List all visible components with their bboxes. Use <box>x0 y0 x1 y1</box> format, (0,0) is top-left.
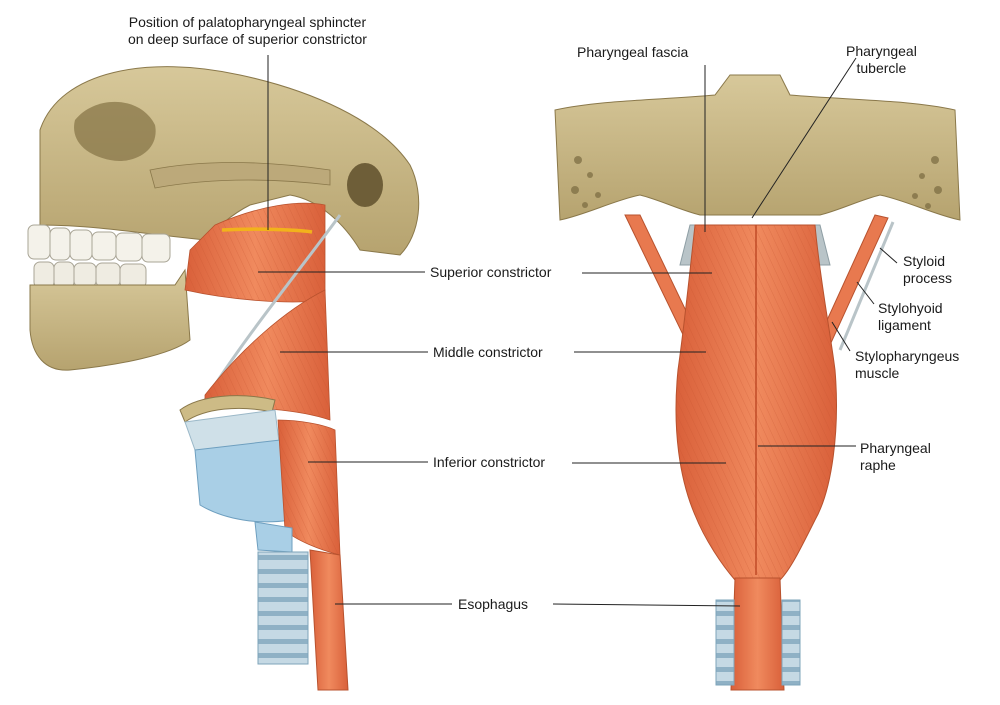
label-pharyngeal-fascia: Pharyngeal fascia <box>577 44 689 60</box>
orbit <box>74 101 156 161</box>
posterior-view <box>554 74 961 691</box>
mastoid-air-cells <box>571 156 942 209</box>
lower-teeth <box>33 261 147 289</box>
label-stylohyoid-ligament: Stylohyoid ligament <box>878 300 943 333</box>
label-pharyngeal-tubercle: Pharyngeal tubercle <box>846 43 917 76</box>
zygomatic-arch <box>149 162 331 189</box>
label-styloid-process: Styloid process <box>903 253 953 286</box>
stylohyoid-ligament-right <box>838 221 895 351</box>
label-superior-constrictor: Superior constrictor <box>430 264 552 280</box>
label-pharyngeal-raphe: Pharyngeal raphe <box>860 440 931 473</box>
label-esophagus: Esophagus <box>458 596 529 612</box>
trachea-posterior <box>715 599 735 686</box>
trachea-lateral <box>257 551 309 665</box>
label-inferior-constrictor: Inferior constrictor <box>433 454 546 470</box>
leader-stylopharyngeus <box>831 321 851 352</box>
esophagus-posterior <box>730 577 785 691</box>
mandible <box>29 268 191 371</box>
thyroid-cartilage <box>194 439 291 523</box>
palatopharyngeal-sphincter-line <box>221 227 313 234</box>
lateral-view <box>27 66 420 691</box>
hyoid-bone <box>179 395 276 423</box>
label-middle-constrictor: Middle constrictor <box>433 344 543 360</box>
esophagus-lateral <box>309 549 349 691</box>
label-palatopharyngeal-sphincter: Position of palatopharyngeal sphincter o… <box>128 14 367 47</box>
leader-stylohyoid <box>856 281 875 305</box>
leader-styloid <box>879 247 898 264</box>
leader-esophagus-right <box>552 603 741 607</box>
upper-teeth <box>27 224 171 263</box>
skull-base <box>554 74 961 221</box>
leader-lines <box>258 55 898 607</box>
leader-pharyngeal-tubercle <box>751 57 857 219</box>
external-acoustic-meatus <box>347 163 383 207</box>
label-stylopharyngeus-muscle: Stylopharyngeus muscle <box>855 348 960 381</box>
